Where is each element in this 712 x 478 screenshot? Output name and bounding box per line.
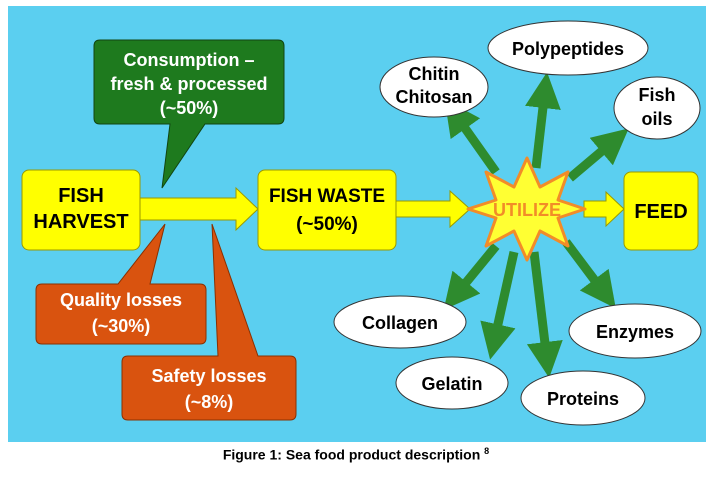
product-chitin-chitosan (379, 56, 489, 118)
product-fish-oils-line-1: Fish (638, 85, 675, 105)
feed-box (623, 171, 699, 251)
figure-caption-reference: 8 (484, 446, 490, 456)
figure-caption: Figure 1: Sea food product description 8 (0, 446, 712, 463)
product-fish-oils (613, 76, 701, 140)
diagram-canvas: Consumption – fresh & processed (~50%) Q… (8, 6, 706, 442)
arrow-to-gelatin (480, 251, 519, 360)
product-gelatin (395, 356, 509, 410)
quality-losses-line-2: (~30%) (92, 316, 151, 336)
feed-label: FEED (634, 201, 687, 223)
arrow-to-chitin (444, 99, 500, 175)
consumption-callout (93, 39, 285, 189)
fish-waste-line-2: (~50%) (296, 214, 358, 235)
fish-harvest-line-2: HARVEST (33, 211, 128, 233)
arrow-to-fish-oils (567, 128, 629, 182)
product-fish-oils-line-2: oils (641, 109, 672, 129)
flow-arrow-waste-to-utilize (395, 189, 471, 229)
flow-arrow-harvest-to-waste (139, 186, 259, 232)
arrow-to-collagen (443, 243, 500, 310)
arrow-to-polypeptides (525, 72, 561, 169)
utilize-radial-arrows (443, 72, 629, 378)
flow-arrow-utilize-to-feed (583, 190, 625, 228)
product-polypeptides (487, 20, 649, 76)
fish-waste-line-1: FISH WASTE (269, 186, 385, 207)
fish-waste-box (257, 169, 397, 251)
product-collagen (333, 295, 467, 349)
consumption-line-1: Consumption – (124, 50, 255, 70)
product-polypeptides-label: Polypeptides (512, 39, 624, 59)
product-enzymes (568, 303, 702, 359)
safety-losses-line-2: (~8%) (185, 392, 234, 412)
safety-losses-callout (121, 223, 297, 421)
quality-losses-line-1: Quality losses (60, 290, 182, 310)
fish-harvest-box (21, 169, 141, 251)
product-chitin-line-1: Chitin (409, 64, 460, 84)
consumption-line-2: fresh & processed (110, 74, 267, 94)
product-collagen-label: Collagen (362, 313, 438, 333)
product-chitin-line-2: Chitosan (395, 87, 472, 107)
utilize-starburst (466, 156, 587, 262)
arrow-to-proteins (526, 251, 563, 378)
arrow-to-enzymes (562, 239, 616, 309)
product-proteins (520, 370, 646, 426)
fish-harvest-line-1: FISH (58, 185, 104, 207)
figure-caption-text: Figure 1: Sea food product description (222, 446, 481, 463)
product-proteins-label: Proteins (547, 389, 619, 409)
product-gelatin-label: Gelatin (421, 374, 482, 394)
quality-losses-callout (35, 223, 207, 345)
product-enzymes-label: Enzymes (596, 322, 674, 342)
utilize-label: UTILIZE (493, 200, 561, 220)
safety-losses-line-1: Safety losses (151, 366, 266, 386)
consumption-line-3: (~50%) (160, 98, 219, 118)
